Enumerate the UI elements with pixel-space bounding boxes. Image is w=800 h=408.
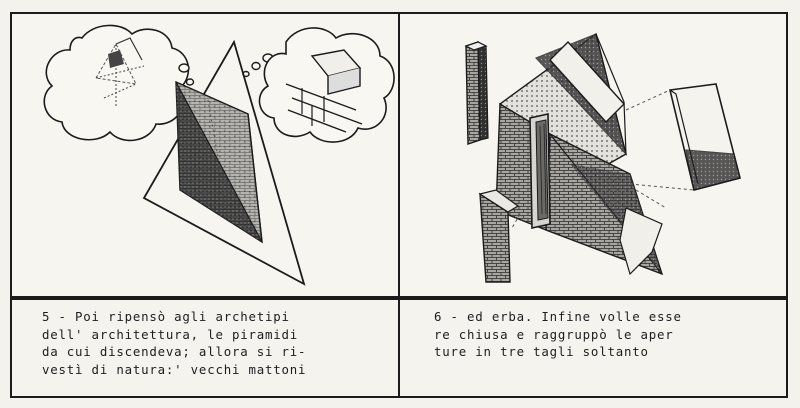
panel-6-illustration bbox=[398, 12, 788, 298]
caption-line: dell' architettura, le piramidi bbox=[42, 326, 299, 342]
thought-bubbles-left bbox=[178, 63, 195, 86]
building-drawing bbox=[464, 32, 741, 283]
caption-line: ture in tre tagli soltanto bbox=[434, 344, 649, 359]
door-opening bbox=[529, 113, 551, 229]
pyramid-drawing bbox=[43, 24, 395, 286]
grass-wedge bbox=[619, 207, 663, 276]
caption-line: vestì di natura:' vecchi mattoni bbox=[42, 361, 307, 377]
panel-5-illustration bbox=[10, 12, 400, 298]
thought-cloud-right bbox=[258, 27, 395, 143]
upper-wedge bbox=[549, 40, 625, 124]
projection-lines bbox=[511, 89, 695, 229]
caption-line: da cui discendeva; allora si ri- bbox=[42, 344, 307, 359]
lower-slab bbox=[478, 189, 520, 283]
caption-line: 6 - ed erba. Infine volle esse bbox=[434, 309, 682, 324]
floating-box bbox=[669, 83, 741, 191]
caption-line: re chiusa e raggruppò le aper bbox=[434, 326, 674, 342]
thought-cloud-left bbox=[43, 24, 190, 142]
brick-pyramid bbox=[175, 80, 263, 244]
caption-line: 5 - Poi ripensò agli archetipi bbox=[42, 309, 290, 324]
tall-pillar bbox=[464, 41, 489, 145]
panel-6-caption: 6 - ed erba. Infine volle esse re chiusa… bbox=[398, 298, 788, 398]
panel-5-caption: 5 - Poi ripensò agli archetipi dell' arc… bbox=[10, 298, 400, 398]
